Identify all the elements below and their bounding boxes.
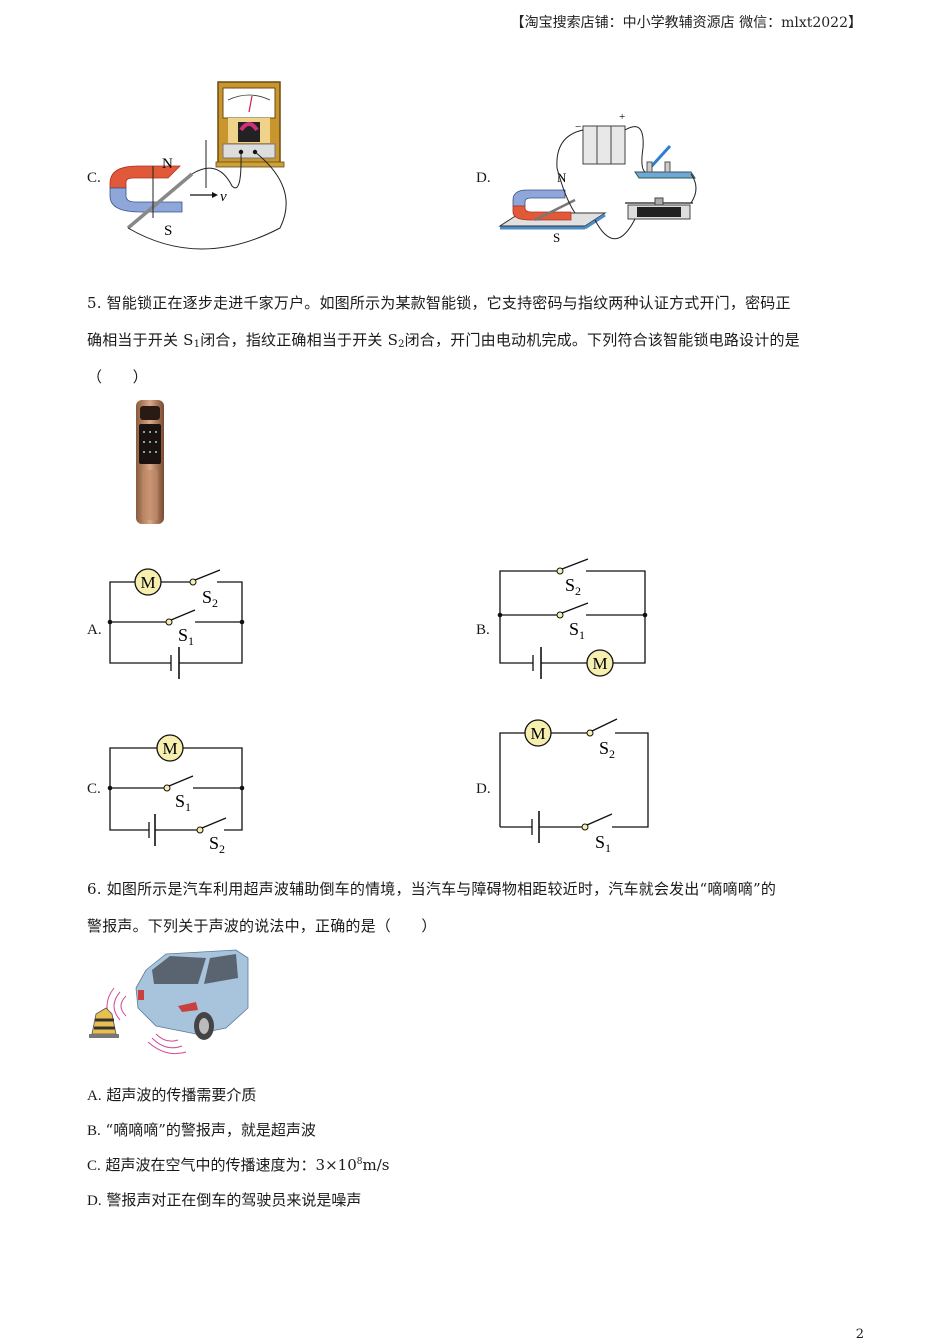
- page-number: 2: [855, 1327, 864, 1342]
- south-pole-label: S: [164, 223, 172, 239]
- minus-label: −: [575, 121, 581, 133]
- svg-text:S2: S2: [599, 738, 615, 761]
- circuit-d: M S2 S1: [499, 718, 649, 855]
- smart-lock-image: [136, 400, 164, 524]
- circuit-b: M S2 S1: [497, 558, 648, 679]
- motor-icon: [156, 734, 184, 762]
- svg-text:M: M: [530, 724, 545, 743]
- svg-text:S2: S2: [209, 833, 225, 856]
- circuit-c: M S1 S2: [107, 734, 245, 856]
- south-pole-label-d: S: [553, 230, 560, 245]
- q5-text-line1: 5. 智能锁正在逐步走进千家万户。如图所示为某款智能锁，它支持密码与指纹两种认证…: [87, 294, 791, 312]
- q4-option-c-label: C.: [87, 170, 101, 186]
- q4-option-d-figure: − + N S: [498, 111, 697, 245]
- q5-answer-blank: （ ）: [87, 368, 148, 386]
- motor-icon: [586, 649, 614, 677]
- svg-text:S2: S2: [202, 587, 218, 610]
- q5-text-line2: 确相当于开关 S1闭合，指纹正确相当于开关 S2闭合，开门由电动机完成。下列符合…: [87, 331, 800, 350]
- q4-option-d-label: D.: [476, 170, 491, 186]
- q5-option-c-label: C.: [87, 781, 101, 797]
- page-header-watermark: 【淘宝搜索店铺：中小学教辅资源店 微信：mlxt2022】: [510, 15, 862, 31]
- plus-label: +: [619, 111, 625, 123]
- q4-option-c-figure: N S v: [109, 81, 287, 250]
- q6-option-d: D. 警报声对正在倒车的驾驶员来说是噪声: [87, 1191, 362, 1209]
- q5-option-d-label: D.: [476, 781, 491, 797]
- svg-text:M: M: [140, 573, 155, 592]
- svg-text:S1: S1: [595, 832, 611, 855]
- svg-text:S1: S1: [178, 625, 194, 648]
- svg-text:S2: S2: [565, 575, 581, 598]
- car-ultrasonic-image: [89, 949, 249, 1055]
- q6-text-line1: 6. 如图所示是汽车利用超声波辅助倒车的情境，当汽车与障碍物相距较近时，汽车就会…: [87, 880, 777, 898]
- velocity-label: v: [220, 189, 227, 205]
- motor-icon: [524, 719, 552, 747]
- q6-option-a: A. 超声波的传播需要介质: [87, 1086, 257, 1104]
- q6-option-c: C. 超声波在空气中的传播速度为：3×108m/s: [87, 1156, 390, 1174]
- svg-text:S1: S1: [569, 619, 585, 642]
- q5-option-b-label: B.: [476, 622, 490, 638]
- svg-text:M: M: [592, 654, 607, 673]
- svg-text:S1: S1: [175, 791, 191, 814]
- q6-text-line2: 警报声。下列关于声波的说法中，正确的是（ ）: [87, 917, 437, 935]
- north-pole-label: N: [162, 156, 173, 172]
- motor-icon: [134, 568, 162, 596]
- svg-text:M: M: [162, 739, 177, 758]
- north-pole-label-d: N: [557, 170, 567, 185]
- circuit-a: M S2 S1: [107, 568, 245, 679]
- q5-option-a-label: A.: [87, 622, 102, 638]
- q6-option-b: B. “嘀嘀嘀”的警报声，就是超声波: [87, 1121, 316, 1139]
